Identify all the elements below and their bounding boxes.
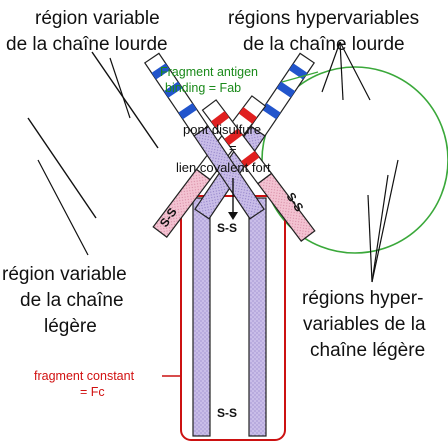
hypervariable-light-right-1 (241, 151, 260, 168)
label-heavy-hyper-1: régions hypervariables (228, 8, 419, 29)
label-light-hyper-3: chaîne légère (310, 340, 425, 361)
label-fc-1: fragment constant (34, 369, 135, 383)
bracket-heavy-variable-left (91, 51, 159, 149)
ss-bottom-label: S-S (217, 406, 237, 420)
pointer-heavy-variable (109, 57, 131, 119)
hypervariable-heavy-left-3 (288, 63, 308, 80)
hypervariable-heavy-left-1 (262, 103, 281, 120)
pointer-heavy-hyper-1 (321, 41, 341, 93)
pointer-heavy-hyper-3 (339, 41, 371, 101)
hypervariable-light-right-3 (210, 111, 230, 128)
heavy-chain-stem-right (248, 197, 267, 437)
label-light-hyper-2: variables de la (303, 314, 426, 335)
pointer-fab (281, 71, 319, 83)
ss-hinge-label: S-S (217, 221, 237, 235)
hypervariable-heavy-right-1 (178, 103, 197, 120)
hypervariable-heavy-right-2 (163, 81, 183, 98)
bracket-light-variable-left (27, 117, 97, 219)
label-light-variable-2: de la chaîne (20, 290, 124, 311)
hypervariable-light-left-3 (238, 107, 258, 124)
light-chain-right (201, 99, 316, 242)
pointer-heavy-hyper-2 (339, 41, 344, 101)
label-heavy-hyper-2: de la chaîne lourde (243, 34, 405, 55)
label-heavy-variable-2: de la chaîne lourde (6, 34, 168, 55)
label-fab-2: binding = Fab (165, 81, 241, 95)
label-fab-1: Fragment antigen (160, 65, 258, 79)
hypervariable-heavy-right-3 (151, 63, 171, 80)
label-disulfide-1: pont disulfure (183, 122, 261, 137)
pointer-light-hyper-3 (367, 194, 373, 283)
heavy-chain-arm-right (143, 52, 265, 220)
disulfide-arrowhead (228, 212, 238, 220)
hypervariable-light-right-2 (224, 128, 243, 146)
pointer-light-hyper-2 (371, 174, 389, 283)
label-light-variable-1: région variable (2, 264, 127, 285)
pointer-light-variable (37, 159, 89, 256)
hypervariable-heavy-left-2 (276, 81, 296, 98)
label-heavy-variable-1: région variable (35, 8, 160, 29)
label-fc-2: = Fc (80, 385, 105, 399)
label-light-variable-3: légère (44, 316, 97, 337)
label-light-hyper-1: régions hyper- (302, 288, 423, 309)
label-disulfide-eq: = (229, 140, 237, 155)
label-disulfide-2: lien covalent fort (176, 160, 271, 175)
pointer-light-hyper-1 (371, 159, 399, 283)
heavy-chain-stem-left (192, 197, 211, 437)
